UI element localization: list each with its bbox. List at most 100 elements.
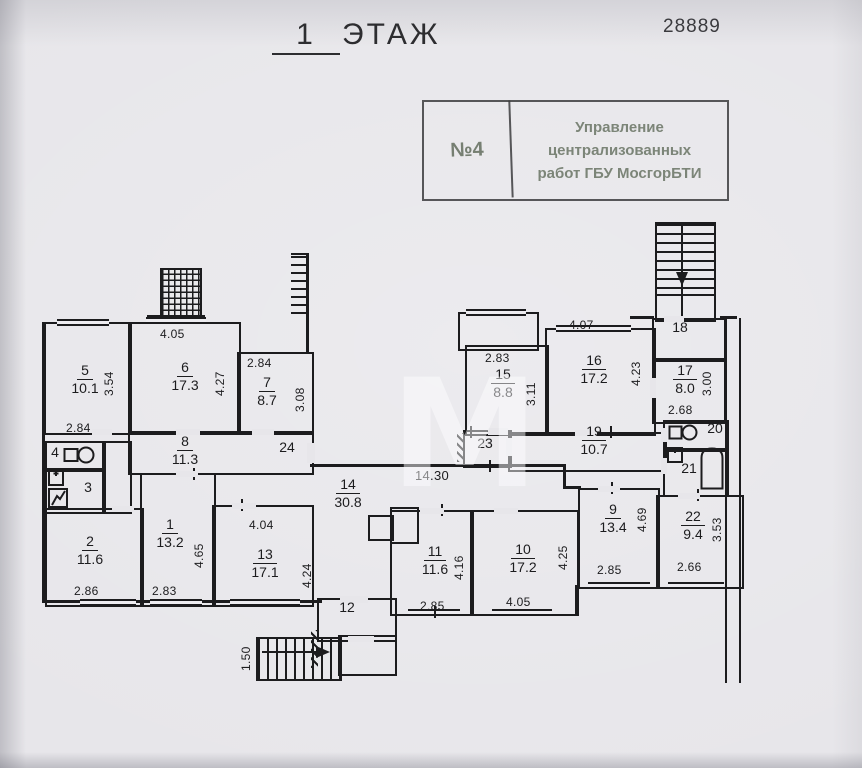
dim-room1-height: 4.65 — [192, 543, 206, 568]
door-bath21 — [661, 458, 667, 474]
dim-room9-width: 2.85 — [597, 563, 622, 577]
stamp-cell-number: №4 — [422, 100, 514, 201]
outer-wall-right-double — [725, 318, 741, 683]
document-number: 28889 — [663, 16, 721, 37]
entry-stairs — [256, 637, 342, 681]
entry-arrow-icon — [262, 646, 330, 658]
stamp-line-3: работ ГБУ МосгорБТИ — [537, 165, 702, 183]
window-room6 — [146, 317, 206, 324]
window-room22 — [668, 582, 724, 589]
door-room7 — [252, 429, 274, 435]
dim-room11-width: 2.85 — [420, 599, 445, 613]
floor-number: 1 — [272, 18, 340, 55]
dim-room16-width: 4.07 — [569, 318, 594, 332]
window-room9 — [588, 582, 650, 589]
dim-room2-width: 2.86 — [74, 584, 99, 598]
door-room11 — [420, 508, 444, 514]
wall-stub-18-left — [630, 316, 654, 319]
dim-tick — [470, 426, 472, 438]
stamp-line-2: централизованных — [547, 141, 692, 159]
dim-room17-width: 2.68 — [668, 403, 693, 417]
wc-4-outline — [45, 441, 106, 472]
ladder-wall — [306, 253, 309, 354]
room-13-outline — [212, 505, 314, 607]
dim-room10-height: 4.25 — [556, 545, 570, 570]
floor-word: ЭТАЖ — [342, 18, 441, 51]
window-room2 — [80, 599, 136, 606]
dim-room15-width: 2.83 — [485, 351, 510, 365]
door-room22 — [678, 493, 700, 499]
label-room-3: 3 — [84, 479, 92, 495]
room-15-outline — [465, 345, 549, 436]
stair-down-arrow-icon — [676, 230, 688, 286]
door-room5 — [92, 429, 112, 435]
stairwell-steps — [655, 222, 716, 296]
window-room5 — [57, 319, 109, 326]
label-room-21: 21 — [681, 460, 697, 476]
dim-room22-width: 2.66 — [677, 560, 702, 574]
dim-room16-height: 4.23 — [629, 361, 643, 386]
wall-stub-vestibule — [308, 600, 322, 603]
dim-tick — [434, 606, 436, 618]
label-room-12: 12 — [339, 599, 355, 615]
dim-room10-width: 4.05 — [506, 595, 531, 609]
label-room-24: 24 — [279, 439, 295, 455]
door-room10 — [494, 508, 518, 514]
stamp-text: Управление централизованных работ ГБУ Мо… — [512, 102, 727, 199]
outer-wall-left — [42, 322, 45, 603]
hatch-wall-vestibule — [311, 630, 318, 668]
wall-stub-18-right — [720, 316, 737, 319]
hall-top-wall — [310, 464, 563, 467]
door-room16 — [575, 430, 597, 436]
hall-step-wall-h — [563, 486, 581, 489]
bti-stamp: №4 Управление централизованных работ ГБУ… — [422, 100, 729, 201]
door-room6 — [176, 429, 200, 435]
door-stairwell — [664, 316, 684, 322]
hall-step-wall-v — [563, 464, 566, 489]
dim-room13-height: 4.24 — [300, 563, 314, 588]
hatch-wall-23 — [457, 433, 464, 462]
label-room-23: 23 — [477, 435, 493, 451]
ladder-top-stub — [291, 253, 309, 255]
dim-room17-height: 3.00 — [700, 371, 714, 396]
door-corridor24-hall — [307, 443, 315, 463]
door-room17 — [650, 378, 656, 398]
shower-icon-room3 — [48, 488, 68, 508]
dim-room5-width: 2.84 — [66, 421, 91, 435]
sink-icon-room21 — [667, 447, 683, 463]
label-room-4: 4 — [51, 444, 59, 460]
bathtub-icon-room21 — [700, 447, 724, 490]
dim-tick — [489, 460, 491, 472]
window-room13 — [230, 599, 300, 606]
window-room1 — [150, 599, 202, 606]
window-bay — [466, 309, 526, 316]
shaft-outline — [102, 441, 132, 514]
door-room2 — [112, 506, 134, 512]
dim-room6-height: 4.27 — [213, 371, 227, 396]
dim-room13-width: 4.04 — [249, 518, 274, 532]
label-room-18: 18 — [672, 319, 688, 335]
door-room15 — [488, 428, 508, 435]
duct-box-large — [390, 507, 419, 544]
door-entrance — [348, 636, 374, 642]
toilet-icon-room20 — [668, 424, 698, 441]
toilet-icon-room4 — [63, 446, 95, 464]
door-room1 — [176, 471, 198, 477]
dim-room7-width: 2.84 — [247, 356, 272, 370]
door-room23 — [506, 438, 512, 456]
